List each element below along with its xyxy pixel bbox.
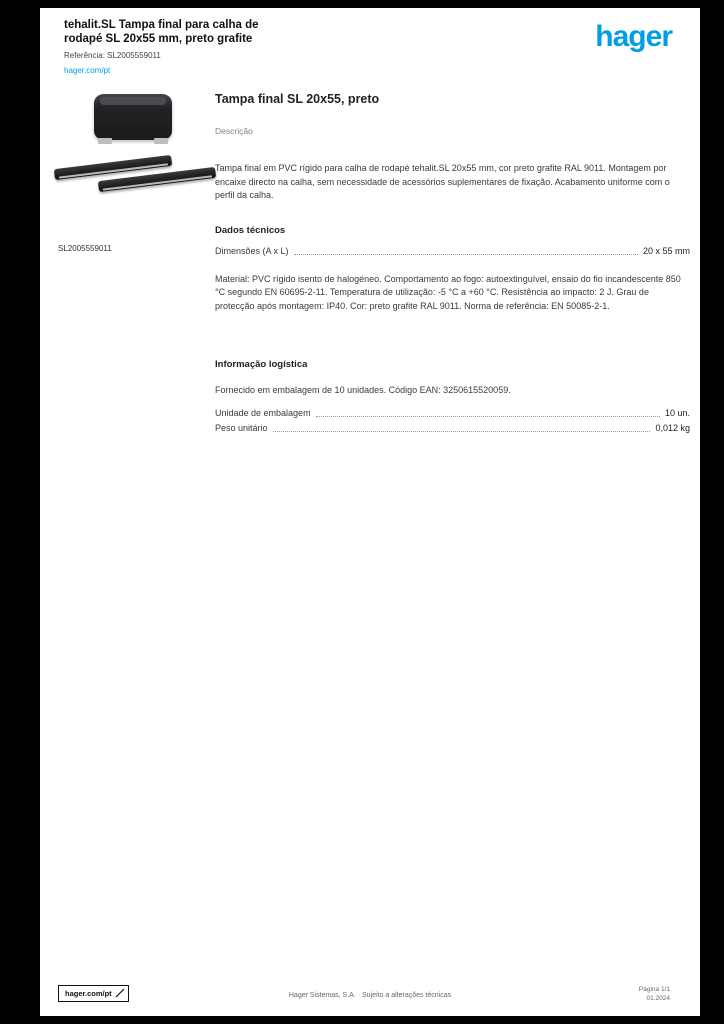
hager-logo: hager	[595, 20, 673, 53]
link-arrow-icon	[115, 988, 125, 998]
footer-center-text: Hager Sistemas, S.A. · Sujeito a alteraç…	[288, 992, 452, 999]
footer-page-number: Página 1/1	[638, 985, 670, 993]
main-content: Tampa final SL 20x55, preto Descrição Ta…	[215, 92, 690, 436]
product-image	[53, 90, 217, 208]
header-link[interactable]: hager.com/pt	[64, 65, 111, 75]
footer-site-text: hager.com/pt	[65, 989, 112, 998]
spec-row: Peso unitário 0,012 kg	[215, 421, 690, 436]
spec-row: Unidade de embalagem 10 un.	[215, 406, 690, 421]
spec-label: Peso unitário	[215, 423, 268, 434]
product-reference: Referência: SL2005559011	[64, 50, 161, 60]
spec-value: 10 un.	[664, 407, 690, 418]
product-image-foot-right	[154, 138, 168, 144]
product-title: Tampa final SL 20x55, preto	[215, 92, 380, 106]
spec-label: Unidade de embalagem	[215, 407, 311, 418]
product-image-bar2-edge	[102, 175, 213, 191]
description-text: Tampa final em PVC rígido para calha de …	[215, 163, 670, 200]
product-image-foot-left	[98, 138, 112, 144]
datasheet-page: tehalit.SL Tampa final para calha de rod…	[40, 8, 700, 1016]
section-label-description: Descrição	[215, 126, 253, 136]
section-heading-logistics: Informação logística	[215, 359, 308, 371]
technical-text: Material: PVC rígido isento de halogéneo…	[215, 273, 681, 311]
spec-value: 0,012 kg	[655, 423, 690, 434]
product-image-caption: SL2005559011	[58, 244, 112, 253]
logistics-text: Fornecido em embalagem de 10 unidades. C…	[215, 385, 511, 396]
footer-site-link[interactable]: hager.com/pt	[58, 985, 129, 1002]
spec-label: Dimensões (A x L)	[215, 245, 289, 256]
footer-page-info: Página 1/1 01.2024	[639, 985, 670, 1005]
spec-value: 20 x 55 mm	[642, 245, 690, 256]
spec-row: Dimensões (A x L) 20 x 55 mm	[215, 244, 690, 259]
dotted-leader	[272, 431, 651, 433]
technical-rows: Dimensões (A x L) 20 x 55 mm	[215, 244, 690, 259]
dotted-leader	[315, 416, 660, 418]
page-title-line1: tehalit.SL Tampa final para calha de	[64, 19, 259, 31]
page-title-line2: rodapé SL 20x55 mm, preto grafite	[64, 33, 253, 46]
logistics-rows: Unidade de embalagem 10 un. Peso unitári…	[215, 406, 690, 437]
header: tehalit.SL Tampa final para calha de rod…	[64, 18, 259, 78]
product-image-highlight	[100, 97, 166, 105]
footer-date: 01.2024	[646, 995, 671, 1003]
dotted-leader	[293, 253, 638, 255]
section-heading-technical: Dados técnicos	[215, 224, 286, 236]
